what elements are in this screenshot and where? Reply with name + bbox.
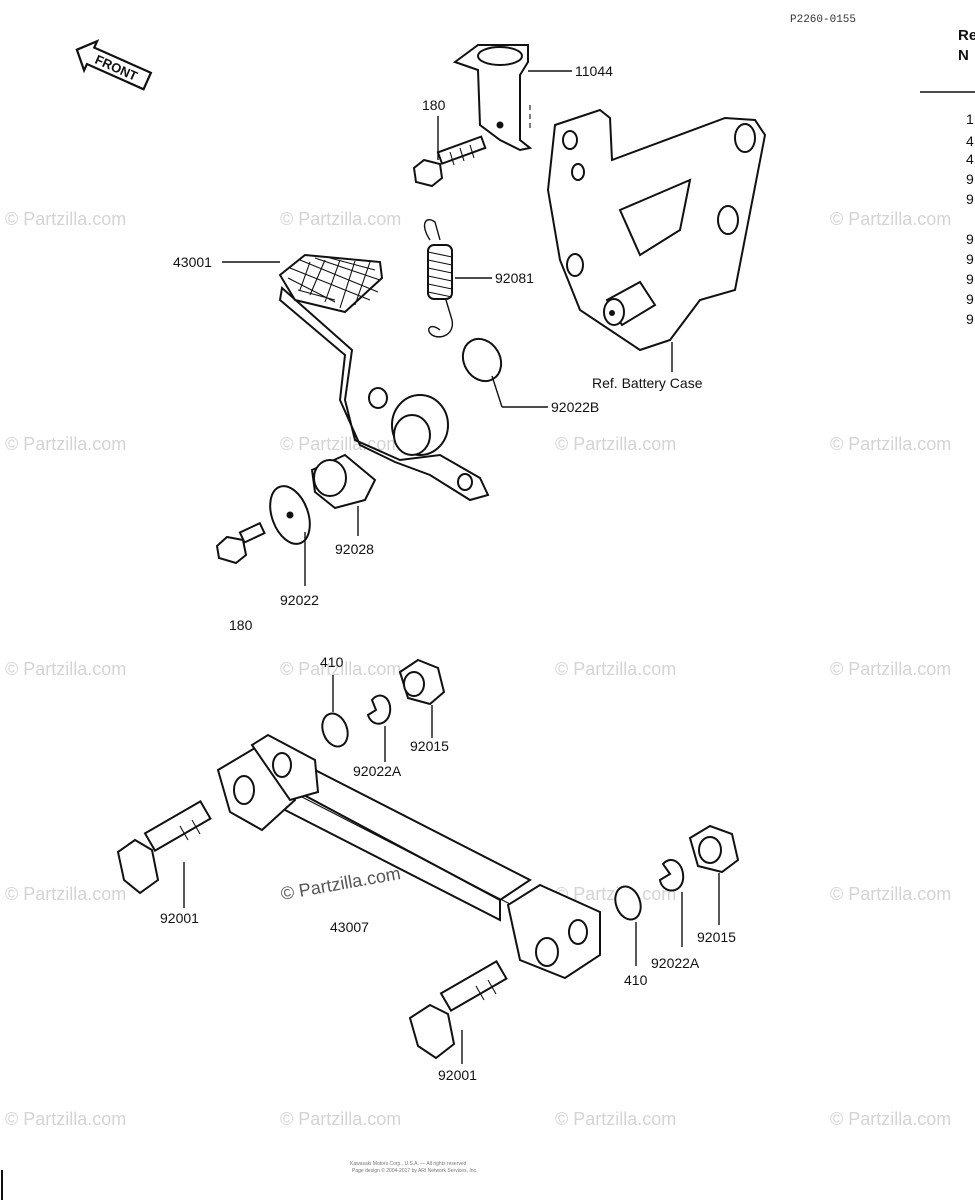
table-header: N [958,47,969,64]
watermark: © Partzilla.com [5,884,126,904]
watermark: © Partzilla.com [280,434,401,454]
label-bolt-left: 180 [229,617,253,633]
watermark: © Partzilla.com [555,659,676,679]
label-spring: 92081 [495,270,534,286]
watermark: © Partzilla.com [830,884,951,904]
watermark: © Partzilla.com [5,209,126,229]
label-cotter-top: 410 [320,654,344,670]
brake-rod-part [216,733,601,980]
clip-washer-part [658,859,685,892]
watermark: © Partzilla.com [555,434,676,454]
table-cell: 4 [966,133,974,149]
watermark: © Partzilla.com [5,659,126,679]
table-cell: 9 [966,271,974,287]
label-bushing: 92028 [335,541,374,557]
front-arrow-icon: FRONT [75,39,153,91]
watermark-center: © Partzilla.com [279,863,402,904]
label-battery-case: Ref. Battery Case [592,375,703,391]
watermark: © Partzilla.com [830,209,951,229]
footer-copyright: Kawasaki Motors Corp., U.S.A. — All righ… [350,1161,467,1167]
watermark: © Partzilla.com [280,209,401,229]
label-cotter-bottom: 410 [624,972,648,988]
table-cell: 1 [966,111,974,127]
nut-part [398,658,446,706]
table-cell: 9 [966,171,974,187]
table-header: Re [958,27,975,44]
diagram-code: P2260-0155 [790,14,856,26]
bolt-part [116,799,212,895]
bolt-part [412,135,487,188]
bolt-part [408,959,508,1060]
label-bracket: 11044 [575,63,613,79]
label-bolt-rod-left: 92001 [160,910,199,926]
label-washer-a-bottom: 92022A [651,955,700,971]
label-washer-a-top: 92022A [353,763,402,779]
watermark: © Partzilla.com [830,434,951,454]
label-nut-bottom: 92015 [697,929,736,945]
bushing-part [310,453,377,510]
table-cell: 9 [966,191,974,207]
table-cell: 9 [966,231,974,247]
clip-washer-part [366,694,392,725]
watermark-layer: © Partzilla.com © Partzilla.com © Partzi… [5,209,951,1129]
bolt-part [215,521,266,565]
cotter-pin-part [321,712,349,748]
label-pedal: 43001 [173,254,212,270]
table-cell: 4 [966,151,974,167]
watermark: © Partzilla.com [280,659,401,679]
label-bolt-top: 180 [422,97,446,113]
cotter-pin-part [614,885,642,921]
bracket-part [452,44,533,152]
washer-part [461,337,503,383]
label-nut-top: 92015 [410,738,449,754]
spring-part [423,219,454,338]
battery-case-part [546,108,767,352]
reference-table-edge: Re N 1 4 4 9 9 9 9 9 9 9 [920,27,975,327]
label-bolt-rod-bottom: 92001 [438,1067,477,1083]
watermark: © Partzilla.com [5,1109,126,1129]
label-rod: 43007 [330,919,369,935]
table-cell: 9 [966,291,974,307]
brake-pedal-part [278,253,490,502]
table-cell: 9 [966,251,974,267]
watermark: © Partzilla.com [830,1109,951,1129]
footer-copyright: Page design © 2004-2017 by ARI Network S… [352,1167,477,1174]
label-washer-large: 92022 [280,592,319,608]
watermark: © Partzilla.com [830,659,951,679]
large-washer-part [269,485,311,545]
table-cell: 9 [966,311,974,327]
watermark: © Partzilla.com [5,434,126,454]
nut-part [688,824,740,874]
label-washer-b: 92022B [551,399,599,415]
watermark: © Partzilla.com [280,1109,401,1129]
watermark: © Partzilla.com [555,1109,676,1129]
